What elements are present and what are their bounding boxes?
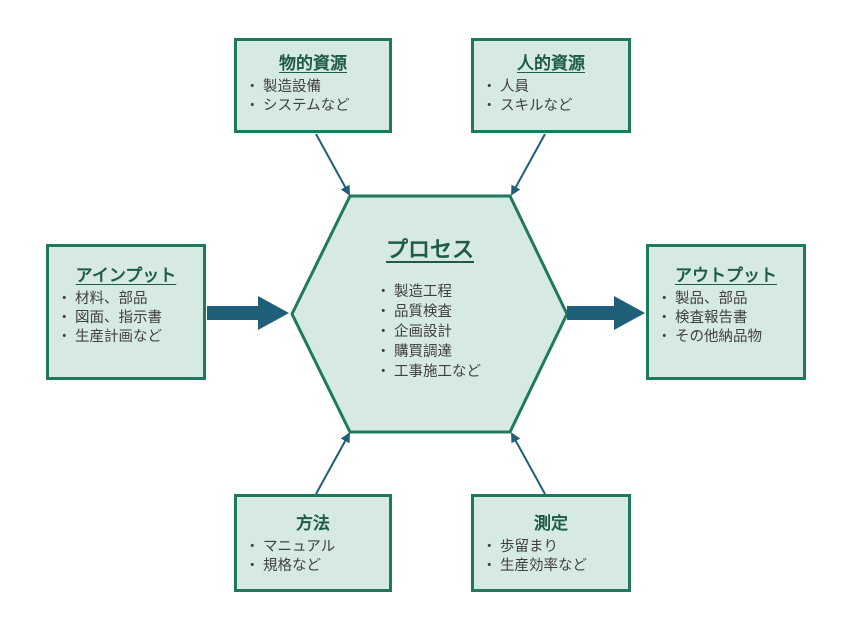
method-list: マニュアル 規格など — [245, 538, 379, 576]
physical-resources-title: 物的資源 — [279, 54, 347, 74]
list-item: 規格など — [245, 557, 379, 576]
arrow-physical-to-process — [315, 133, 350, 196]
arrow-input-to-process — [207, 296, 289, 330]
list-item: 製品、部品 — [657, 290, 793, 309]
list-item: 検査報告書 — [657, 309, 793, 328]
human-resources-list: 人員 スキルなど — [482, 78, 618, 116]
list-item: 製造設備 — [245, 78, 379, 97]
method-box: 方法 マニュアル 規格など — [234, 494, 392, 592]
list-item: その他納品物 — [657, 328, 793, 347]
list-item: 生産計画など — [57, 328, 193, 347]
arrow-human-to-process — [511, 133, 546, 196]
human-resources-title: 人的資源 — [517, 54, 585, 74]
list-item: マニュアル — [245, 538, 379, 557]
arrow-method-to-process — [315, 432, 350, 495]
output-box: アウトプット 製品、部品 検査報告書 その他納品物 — [646, 244, 806, 380]
list-item: 品質検査 — [376, 302, 526, 322]
method-title: 方法 — [296, 514, 330, 534]
output-list: 製品、部品 検査報告書 その他納品物 — [657, 290, 793, 347]
physical-resources-box: 物的資源 製造設備 システムなど — [234, 38, 392, 133]
list-item: 図面、指示書 — [57, 309, 193, 328]
measurement-box: 測定 歩留まり 生産効率など — [471, 494, 631, 592]
list-item: 製造工程 — [376, 282, 526, 302]
arrow-measurement-to-process — [511, 432, 546, 495]
measurement-title: 測定 — [534, 514, 568, 534]
list-item: システムなど — [245, 97, 379, 116]
list-item: 歩留まり — [482, 538, 618, 557]
input-box: アインプット 材料、部品 図面、指示書 生産計画など — [46, 244, 206, 380]
list-item: 企画設計 — [376, 322, 526, 342]
arrow-process-to-output — [567, 296, 645, 330]
list-item: 人員 — [482, 78, 618, 97]
list-item: 生産効率など — [482, 557, 618, 576]
input-list: 材料、部品 図面、指示書 生産計画など — [57, 290, 193, 347]
process-content: プロセス 製造工程 品質検査 企画設計 購買調達 工事施工など — [330, 232, 526, 382]
human-resources-box: 人的資源 人員 スキルなど — [471, 38, 631, 133]
output-title: アウトプット — [675, 266, 777, 286]
process-list: 製造工程 品質検査 企画設計 購買調達 工事施工など — [376, 282, 526, 382]
physical-resources-list: 製造設備 システムなど — [245, 78, 379, 116]
process-title: プロセス — [385, 238, 474, 263]
list-item: 材料、部品 — [57, 290, 193, 309]
measurement-list: 歩留まり 生産効率など — [482, 538, 618, 576]
list-item: 購買調達 — [376, 342, 526, 362]
list-item: 工事施工など — [376, 362, 526, 382]
input-title: アインプット — [75, 266, 177, 286]
list-item: スキルなど — [482, 97, 618, 116]
